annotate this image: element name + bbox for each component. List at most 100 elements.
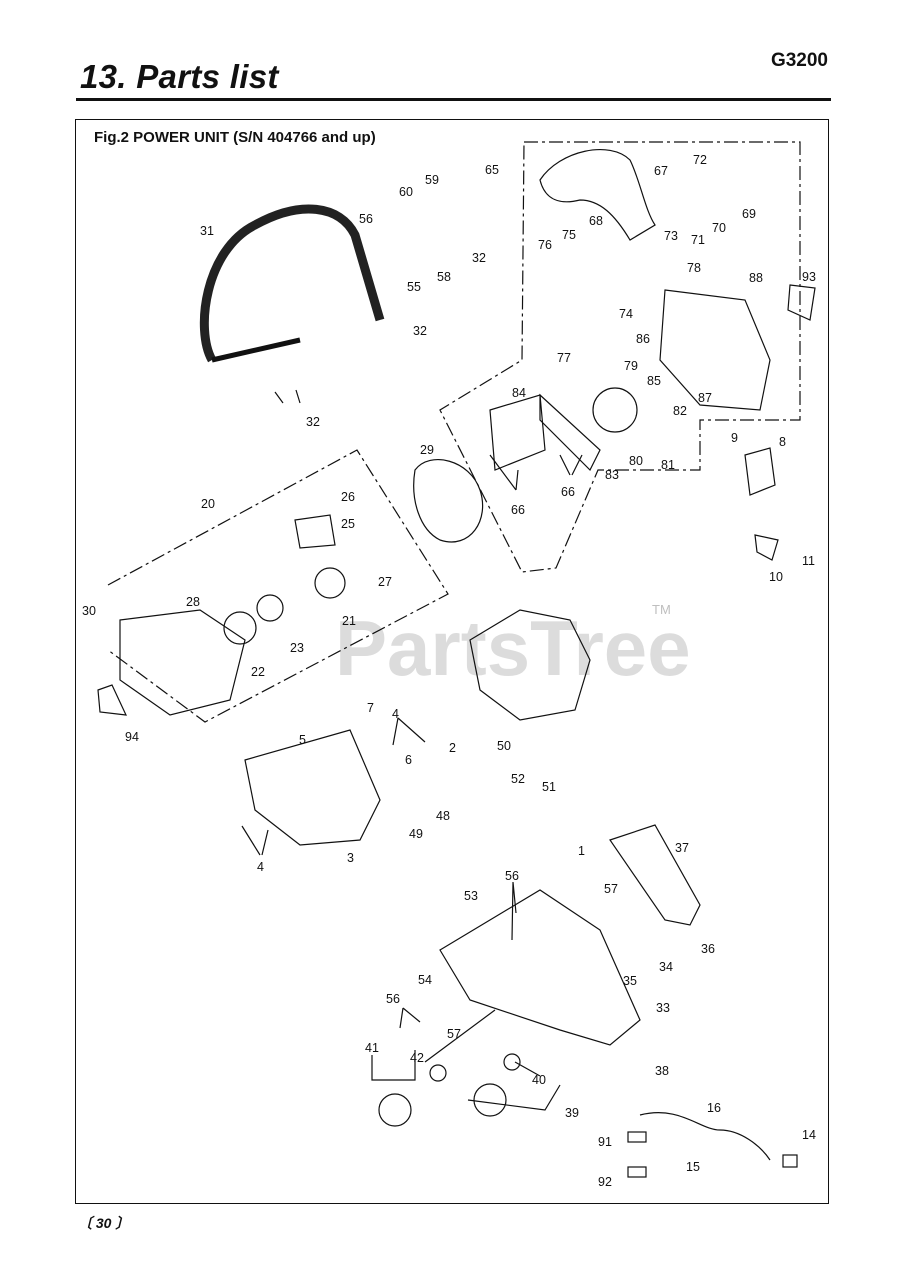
part-number-label: 75 — [562, 228, 576, 242]
housing-part — [439, 889, 641, 1046]
fuel-cap-part — [473, 1083, 507, 1117]
part-number-label: 71 — [691, 233, 705, 247]
part-number-label: 66 — [511, 503, 525, 517]
plate-10-part — [754, 534, 779, 561]
part-number-label: 74 — [619, 307, 633, 321]
part-number-label: 86 — [636, 332, 650, 346]
rear-handle-part — [539, 149, 656, 241]
leader-56b — [511, 881, 517, 941]
part-number-label: 20 — [201, 497, 215, 511]
part-number-label: 50 — [497, 739, 511, 753]
part-number-label: 42 — [410, 1051, 424, 1065]
plate-9-part — [744, 447, 776, 496]
part-number-label: 58 — [437, 270, 451, 284]
part-number-label: 80 — [629, 454, 643, 468]
part-number-label: 87 — [698, 391, 712, 405]
oil-cap-part — [378, 1093, 412, 1127]
part-number-label: 54 — [418, 973, 432, 987]
part-number-label: 14 — [802, 1128, 816, 1142]
part-number-label: 15 — [686, 1160, 700, 1174]
part-number-label: 85 — [647, 374, 661, 388]
figure-frame — [75, 119, 829, 1204]
leader-56c — [399, 1007, 421, 1029]
figure-title: Fig.2 POWER UNIT (S/N 404766 and up) — [94, 129, 376, 146]
part-number-label: 34 — [659, 960, 673, 974]
brake-drum-part — [592, 387, 638, 433]
starter-cover-part — [119, 609, 246, 716]
part-number-label: 70 — [712, 221, 726, 235]
part-number-label: 29 — [420, 443, 434, 457]
part-number-label: 28 — [186, 595, 200, 609]
part-number-label: 39 — [565, 1106, 579, 1120]
part-number-label: 65 — [485, 163, 499, 177]
part-number-label: 77 — [557, 351, 571, 365]
group-outline-starter — [107, 449, 449, 723]
page-number: 〔 30 〕 — [78, 1215, 130, 1231]
starter-grip-part — [294, 514, 336, 549]
part-number-label: 82 — [673, 404, 687, 418]
leader-66a — [559, 454, 583, 476]
leader-32c — [274, 389, 301, 404]
part-number-label: 48 — [436, 809, 450, 823]
brake-band-part — [539, 393, 601, 472]
part-number-label: 72 — [693, 153, 707, 167]
part-number-label: 1 — [578, 844, 585, 858]
part-number-label: 40 — [532, 1073, 546, 1087]
part-number-label: 53 — [464, 889, 478, 903]
switch-part — [782, 1154, 798, 1168]
label-91-part — [627, 1131, 647, 1143]
part-number-label: 81 — [661, 458, 675, 472]
part-number-label: 59 — [425, 173, 439, 187]
part-number-label: 7 — [367, 701, 374, 715]
part-number-label: 76 — [538, 238, 552, 252]
part-number-label: 78 — [687, 261, 701, 275]
part-number-label: 56 — [505, 869, 519, 883]
label-93-part — [787, 284, 816, 321]
part-number-label: 94 — [125, 730, 139, 744]
part-number-label: 79 — [624, 359, 638, 373]
part-number-label: 73 — [664, 229, 678, 243]
part-number-label: 10 — [769, 570, 783, 584]
part-number-label: 83 — [605, 468, 619, 482]
leader-40 — [514, 1061, 541, 1077]
part-number-label: 55 — [407, 280, 421, 294]
chain-guard-part — [609, 824, 701, 926]
part-number-label: 66 — [561, 485, 575, 499]
part-number-label: 93 — [802, 270, 816, 284]
part-number-label: 2 — [449, 741, 456, 755]
watermark-text: PartsTree — [335, 604, 691, 692]
part-number-label: 36 — [701, 942, 715, 956]
part-number-label: 27 — [378, 575, 392, 589]
part-number-label: 21 — [342, 614, 356, 628]
part-number-label: 25 — [341, 517, 355, 531]
part-number-label: 11 — [802, 554, 815, 568]
front-handle-part — [199, 204, 385, 363]
leader-66b — [489, 454, 519, 491]
leader-4a — [241, 825, 269, 856]
part-number-label: 49 — [409, 827, 423, 841]
part-number-label: 38 — [655, 1064, 669, 1078]
part-number-label: 68 — [589, 214, 603, 228]
group-outline-rear-handle — [439, 141, 801, 573]
part-number-label: 33 — [656, 1001, 670, 1015]
part-number-label: 60 — [399, 185, 413, 199]
part-number-label: 32 — [413, 324, 427, 338]
leader-41 — [371, 1050, 416, 1081]
leader-4b — [392, 717, 426, 746]
part-number-label: 84 — [512, 386, 526, 400]
watermark-tm: TM — [652, 602, 671, 617]
part-number-label: 6 — [405, 753, 412, 767]
wire-part — [639, 1112, 771, 1161]
label-92-part — [627, 1166, 647, 1178]
fan-cover-part — [413, 459, 484, 543]
part-number-label: 5 — [299, 733, 306, 747]
part-number-label: 41 — [365, 1041, 379, 1055]
part-number-label: 30 — [82, 604, 96, 618]
section-title: 13. Parts list — [80, 58, 279, 95]
part-number-label: 4 — [392, 707, 399, 721]
starter-pulley-part — [223, 611, 257, 645]
side-cover-part — [659, 289, 771, 411]
leader-39 — [467, 1084, 561, 1111]
part-number-label: 26 — [341, 490, 355, 504]
part-number-label: 9 — [731, 431, 738, 445]
